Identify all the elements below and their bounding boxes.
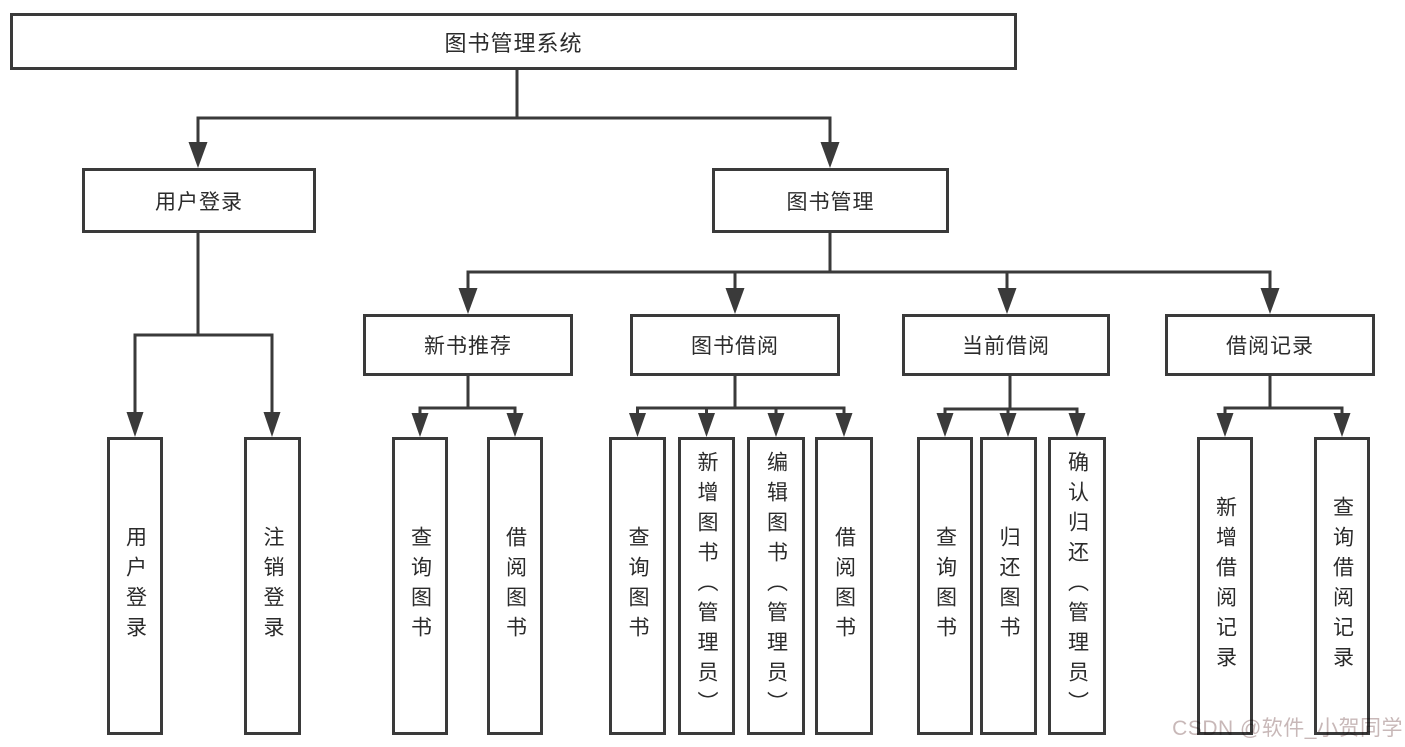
node-label: 注销登录 <box>261 526 284 646</box>
connector-bookmgmt-to-level3 <box>458 232 1280 314</box>
node-book-borrow: 图书借阅 <box>630 314 840 376</box>
connector-newbook-to-leaves <box>411 376 524 437</box>
leaf-current-return: 归还图书 <box>980 437 1037 735</box>
leaf-current-confirm-return-admin: 确认归还（管理员） <box>1048 437 1106 735</box>
leaf-logout: 注销登录 <box>244 437 301 735</box>
node-label: 借阅图书 <box>832 526 856 646</box>
node-label: 确认归还（管理员） <box>1065 451 1089 721</box>
node-label: 借阅记录 <box>1226 335 1314 358</box>
node-label: 查询图书 <box>408 526 432 646</box>
connector-root-to-level2 <box>188 70 840 168</box>
node-new-book-recommend: 新书推荐 <box>363 314 573 376</box>
leaf-record-query: 查询借阅记录 <box>1314 437 1370 735</box>
node-label: 查询借阅记录 <box>1330 496 1354 676</box>
node-label: 查询图书 <box>626 526 649 646</box>
node-label: 新书推荐 <box>424 335 512 358</box>
node-label: 当前借阅 <box>962 335 1050 358</box>
node-root-library-system: 图书管理系统 <box>10 13 1017 70</box>
node-label: 新增借阅记录 <box>1213 496 1237 676</box>
connector-userlogin-to-leaves <box>126 232 281 437</box>
leaf-record-add: 新增借阅记录 <box>1197 437 1253 735</box>
leaf-current-query: 查询图书 <box>917 437 973 735</box>
node-label: 新增图书（管理员） <box>695 451 718 721</box>
leaf-newbook-query: 查询图书 <box>392 437 448 735</box>
leaf-borrow-add-admin: 新增图书（管理员） <box>678 437 735 735</box>
node-label: 图书管理 <box>786 190 875 214</box>
node-label: 借阅图书 <box>503 526 527 646</box>
leaf-borrow-query: 查询图书 <box>609 437 666 735</box>
node-label: 用户登录 <box>123 526 147 646</box>
node-borrow-records: 借阅记录 <box>1165 314 1375 376</box>
node-label: 图书借阅 <box>691 335 779 358</box>
connector-bookborrow-to-leaves <box>629 376 853 437</box>
connector-records-to-leaves <box>1216 376 1351 437</box>
leaf-user-login: 用户登录 <box>107 437 163 735</box>
node-label: 编辑图书（管理员） <box>764 451 788 721</box>
node-label: 用户登录 <box>155 190 243 214</box>
csdn-watermark: CSDN @软件_小贺同学 <box>1172 717 1403 740</box>
node-label: 图书管理系统 <box>444 30 583 56</box>
node-current-borrow: 当前借阅 <box>902 314 1110 376</box>
node-book-management: 图书管理 <box>712 168 949 233</box>
node-label: 查询图书 <box>933 526 957 646</box>
leaf-borrow-book: 借阅图书 <box>815 437 873 735</box>
connector-currentborrow-to-leaves <box>936 376 1086 437</box>
node-label: 归还图书 <box>997 526 1020 646</box>
leaf-newbook-borrow: 借阅图书 <box>487 437 543 735</box>
leaf-borrow-edit-admin: 编辑图书（管理员） <box>747 437 805 735</box>
node-user-login: 用户登录 <box>82 168 316 233</box>
